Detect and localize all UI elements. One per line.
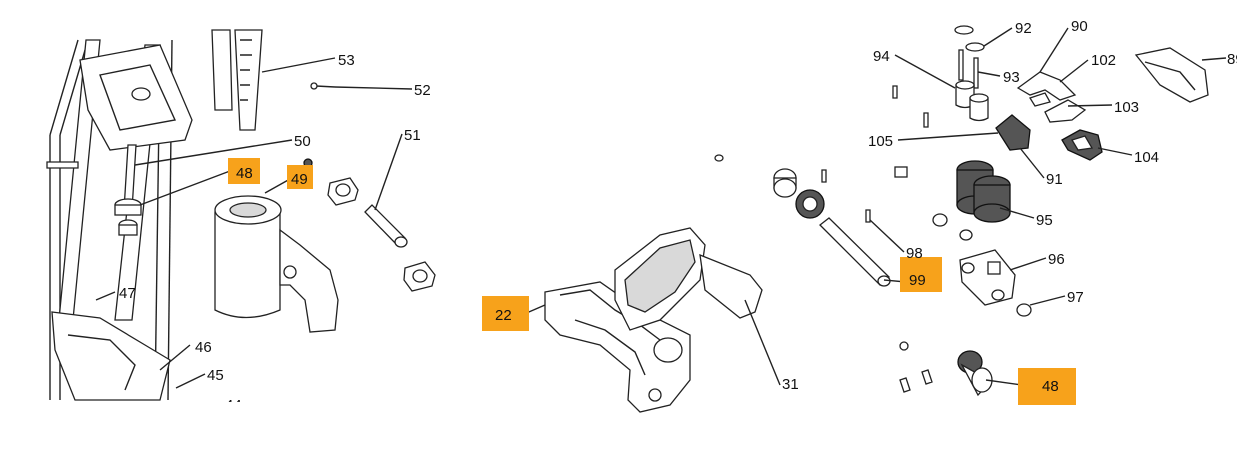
callout-89: 89 — [1227, 51, 1237, 68]
callout-92: 92 — [1015, 20, 1032, 37]
callout-104: 104 — [1134, 149, 1159, 166]
callout-97: 97 — [1067, 289, 1084, 306]
sleeve-part — [214, 209, 281, 319]
nut-icon — [131, 87, 151, 101]
callout-91: 91 — [1046, 171, 1063, 188]
callout-105: 105 — [868, 133, 893, 150]
callout-52: 52 — [414, 82, 431, 99]
callout-94: 94 — [873, 48, 890, 65]
callout-44: 44 — [225, 397, 242, 414]
clipped-label: 44 — [225, 397, 242, 414]
left-assembly — [46, 29, 436, 401]
callout-48-right: 48 — [1042, 378, 1059, 395]
lower-bracket — [51, 311, 171, 401]
highlight-99 — [900, 257, 942, 292]
callout-45: 45 — [207, 367, 224, 384]
callout-49: 49 — [291, 171, 308, 188]
highlight-48 — [228, 158, 260, 184]
right-assembly — [514, 25, 1227, 413]
callout-103: 103 — [1114, 99, 1139, 116]
highlight-48-right — [1018, 368, 1076, 405]
callout-99: 99 — [909, 272, 926, 289]
callout-48-left: 48 — [236, 165, 253, 182]
callout-31: 31 — [782, 376, 799, 393]
callout-51: 51 — [404, 127, 421, 144]
highlight-22 — [482, 296, 529, 331]
callout-46: 46 — [195, 339, 212, 356]
strap-53 — [211, 29, 233, 111]
callout-22: 22 — [495, 307, 512, 324]
callout-90: 90 — [1071, 18, 1088, 35]
callout-96: 96 — [1048, 251, 1065, 268]
callout-50: 50 — [294, 133, 311, 150]
callout-102: 102 — [1091, 52, 1116, 69]
callout-53: 53 — [338, 52, 355, 69]
callout-47: 47 — [119, 285, 136, 302]
callout-98: 98 — [906, 245, 923, 262]
callout-95: 95 — [1036, 212, 1053, 229]
highlight-49 — [287, 165, 313, 189]
callout-93: 93 — [1003, 69, 1020, 86]
